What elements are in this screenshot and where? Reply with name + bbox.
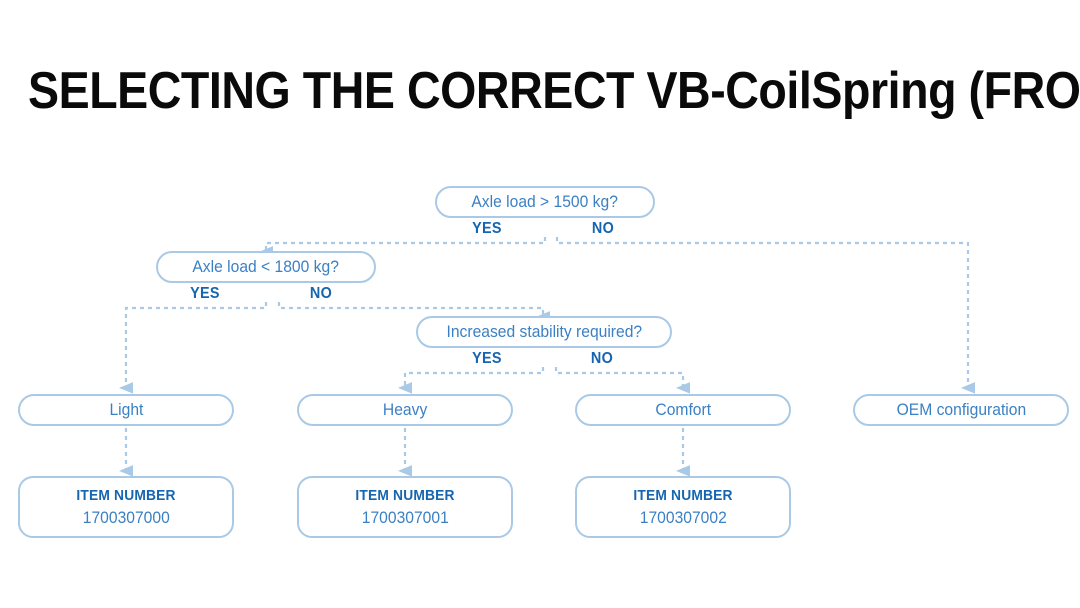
branch-label-d3-yes: YES — [472, 350, 502, 367]
branch-label-d1-no: NO — [591, 220, 615, 237]
decision-node-label: Axle load < 1800 kg? — [192, 257, 340, 276]
decision-node-axle-load-1800[interactable]: Axle load < 1800 kg? — [156, 251, 376, 283]
item-number-value: 1700307001 — [361, 507, 449, 527]
item-number-card[interactable]: ITEM NUMBER 1700307002 — [575, 476, 791, 538]
outcome-node-label: Heavy — [382, 400, 428, 419]
branch-label-d2-yes: YES — [190, 285, 220, 302]
item-number-value: 1700307002 — [639, 507, 727, 527]
decision-node-increased-stability[interactable]: Increased stability required? — [416, 316, 672, 348]
edge-d2-yes — [118, 302, 268, 394]
item-number-card[interactable]: ITEM NUMBER 1700307001 — [297, 476, 513, 538]
edge-d2-no — [277, 302, 551, 323]
item-number-caption: ITEM NUMBER — [355, 486, 455, 504]
edge-d3-no — [554, 367, 691, 394]
item-number-value: 1700307000 — [82, 507, 170, 527]
outcome-node-label: OEM configuration — [896, 400, 1026, 419]
outcome-node-oem-configuration[interactable]: OEM configuration — [853, 394, 1069, 426]
page-title: SELECTING THE CORRECT VB-CoilSpring (FRO… — [28, 62, 1080, 120]
outcome-node-light[interactable]: Light — [18, 394, 234, 426]
outcome-node-label: Light — [109, 400, 143, 419]
outcome-node-heavy[interactable]: Heavy — [297, 394, 513, 426]
branch-label-d3-no: NO — [590, 350, 614, 367]
branch-label-d2-no: NO — [309, 285, 333, 302]
edge-d1-yes — [258, 237, 547, 258]
decision-node-label: Increased stability required? — [446, 322, 642, 341]
edge-d3-yes — [397, 367, 545, 394]
decision-node-label: Axle load > 1500 kg? — [471, 192, 619, 211]
outcome-node-label: Comfort — [655, 400, 711, 419]
outcome-node-comfort[interactable]: Comfort — [575, 394, 791, 426]
item-number-caption: ITEM NUMBER — [76, 486, 176, 504]
item-number-caption: ITEM NUMBER — [633, 486, 733, 504]
branch-label-d1-yes: YES — [472, 220, 502, 237]
item-number-card[interactable]: ITEM NUMBER 1700307000 — [18, 476, 234, 538]
decision-node-axle-load-1500[interactable]: Axle load > 1500 kg? — [435, 186, 655, 218]
